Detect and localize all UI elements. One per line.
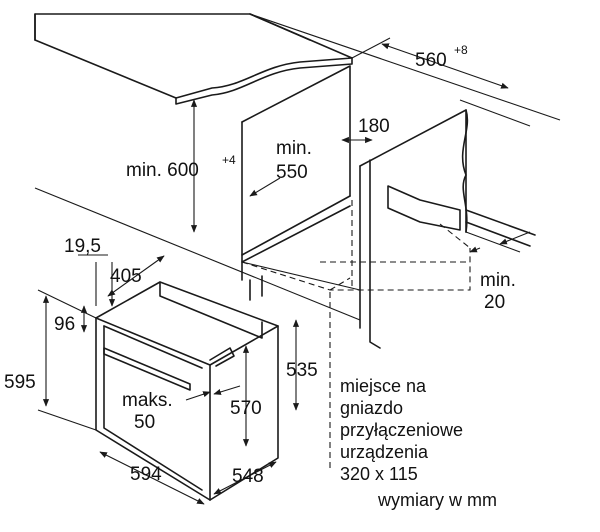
label-min-550-b: 550 [276, 162, 308, 183]
socket-note: miejsce na gniazdo przyłączeniowe urządz… [329, 292, 497, 510]
label-96: 96 [54, 314, 75, 335]
socket-zone [241, 185, 471, 291]
note-line-1: miejsce na [340, 376, 427, 396]
note-line-3: przyłączeniowe [340, 420, 463, 440]
label-min-20-b: 20 [484, 292, 505, 313]
label-570: 570 [230, 398, 262, 419]
label-548: 548 [232, 466, 264, 487]
dimension-labels: 560 +8 180 min. 600 +4 min. 550 min. 20 … [4, 43, 516, 487]
label-min-20-a: min. [480, 270, 516, 291]
dimension-lines [37, 37, 531, 505]
label-595: 595 [4, 372, 36, 393]
countertop [34, 13, 353, 105]
label-560: 560 [415, 50, 447, 71]
note-line-4: urządzenia [340, 442, 429, 462]
label-405: 405 [110, 266, 142, 287]
units-note: wymiary w mm [377, 490, 497, 510]
label-min-600: min. 600 [126, 160, 199, 181]
label-560-tol: +8 [454, 43, 468, 57]
label-535: 535 [286, 360, 318, 381]
label-50: 50 [134, 412, 155, 433]
label-min-550-a: min. [276, 138, 312, 159]
note-line-5: 320 x 115 [340, 464, 418, 484]
label-maks: maks. [122, 390, 173, 411]
note-line-2: gniazdo [340, 398, 403, 418]
label-594: 594 [130, 464, 162, 485]
label-19-5: 19,5 [64, 236, 101, 257]
label-180: 180 [358, 116, 390, 137]
niche-side-panel [359, 109, 536, 349]
cabinet [241, 65, 361, 301]
label-min-600-tol: +4 [222, 153, 236, 167]
